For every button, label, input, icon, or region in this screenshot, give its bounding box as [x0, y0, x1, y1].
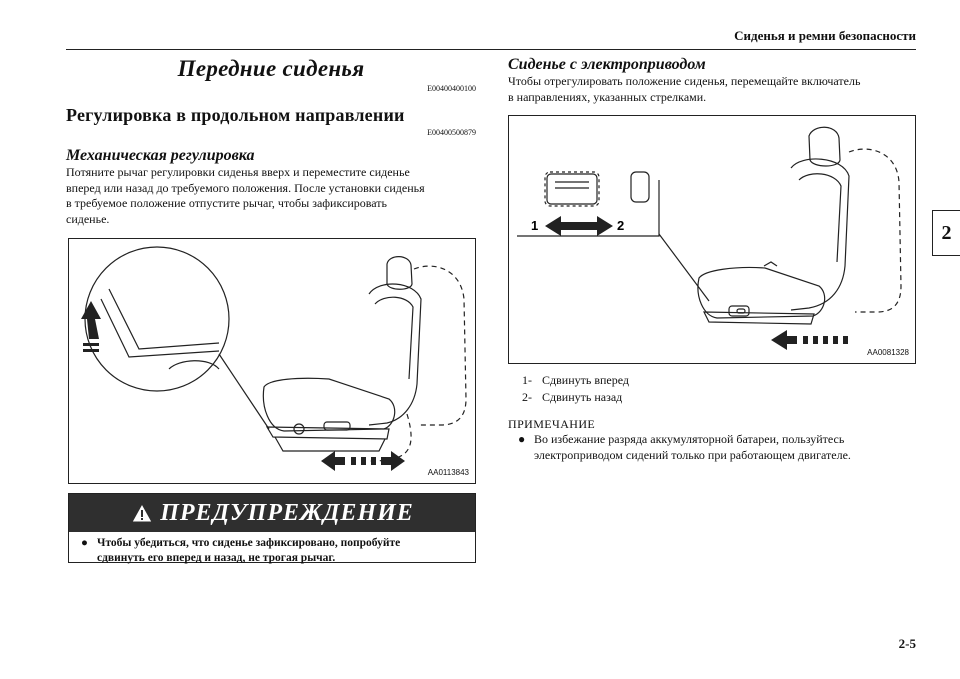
legend-list: 1- Сдвинуть вперед 2- Сдвинуть назад [508, 372, 916, 406]
figure-id: AA0113843 [427, 468, 469, 477]
running-header: Сиденья и ремни безопасности [734, 28, 916, 43]
warning-box: ПРЕДУПРЕЖДЕНИЕ ● Чтобы убедиться, что си… [68, 493, 476, 566]
warning-header: ПРЕДУПРЕЖДЕНИЕ [69, 494, 475, 532]
text-line: электроприводом сидений только при работ… [534, 447, 851, 462]
section-title: Передние сиденья [177, 56, 365, 81]
bullet: ● [81, 537, 88, 549]
power-seat-illustration: 1 2 [517, 126, 902, 350]
power-seat-figure: 1 2 AA0081328 [508, 115, 916, 364]
right-lower-text: 1- Сдвинуть вперед 2- Сдвинуть назад ПРИ… [508, 372, 916, 463]
power-seat-text: Чтобы отрегулировать положение сиденья, … [508, 74, 916, 105]
subsection-code: E00400500879 [427, 128, 476, 137]
note-label: ПРИМЕЧАНИЕ [508, 417, 596, 431]
note-text: ● Во избежание разряда аккумуляторной ба… [508, 432, 916, 463]
left-column: Передние сиденья E00400400100 Регулировк… [66, 52, 476, 227]
subsection-title: Регулировка в продольном направлении [66, 105, 405, 125]
chapter-tab[interactable]: 2 [932, 210, 960, 256]
warning-text: ● Чтобы убедиться, что сиденье зафиксиро… [69, 532, 475, 566]
text-line: в требуемое положение отпустите рычаг, ч… [66, 196, 387, 210]
list-item: 2- Сдвинуть назад [522, 389, 916, 406]
text-line: Чтобы отрегулировать положение сиденья, … [508, 74, 861, 88]
list-number: 1- [522, 373, 532, 387]
section-code: E00400400100 [427, 84, 476, 93]
text-line: вперед или назад до требуемого положения… [66, 180, 425, 195]
text-line: сдвинуть его вперед и назад, не трогая р… [97, 552, 336, 564]
figure-id: AA0081328 [867, 348, 909, 357]
manual-adjust-text: Потяните рычаг регулировки сиденья вверх… [66, 165, 476, 227]
right-column: Сиденье с электроприводом Чтобы отрегули… [508, 52, 916, 105]
list-number: 2- [522, 390, 532, 404]
manual-adjust-title: Механическая регулировка [66, 147, 255, 164]
header-rule [66, 49, 916, 50]
page-number: 2-5 [898, 636, 916, 651]
power-seat-title: Сиденье с электроприводом [508, 56, 706, 73]
bullet: ● [518, 432, 526, 446]
list-item: 1- Сдвинуть вперед [522, 372, 916, 389]
text-line: Потяните рычаг регулировки сиденья вверх… [66, 165, 410, 179]
text-line: Чтобы убедиться, что сиденье зафиксирова… [97, 537, 401, 549]
list-text: Сдвинуть вперед [542, 373, 630, 387]
fore-aft-arrow [321, 451, 405, 471]
warning-triangle-icon [131, 502, 154, 523]
text-line: сиденье. [66, 211, 110, 226]
fore-aft-arrow [771, 330, 848, 350]
warning-title: ПРЕДУПРЕЖДЕНИЕ [160, 499, 414, 526]
figure-label-1: 1 [531, 218, 538, 233]
list-text: Сдвинуть назад [542, 390, 623, 404]
figure-label-2: 2 [617, 218, 624, 233]
text-line: в направлениях, указанных стрелками. [508, 89, 707, 104]
text-line: Во избежание разряда аккумуляторной бата… [534, 432, 845, 446]
manual-seat-illustration [81, 246, 467, 471]
manual-seat-figure: AA0113843 [68, 238, 476, 484]
switch-arrow [545, 216, 613, 236]
